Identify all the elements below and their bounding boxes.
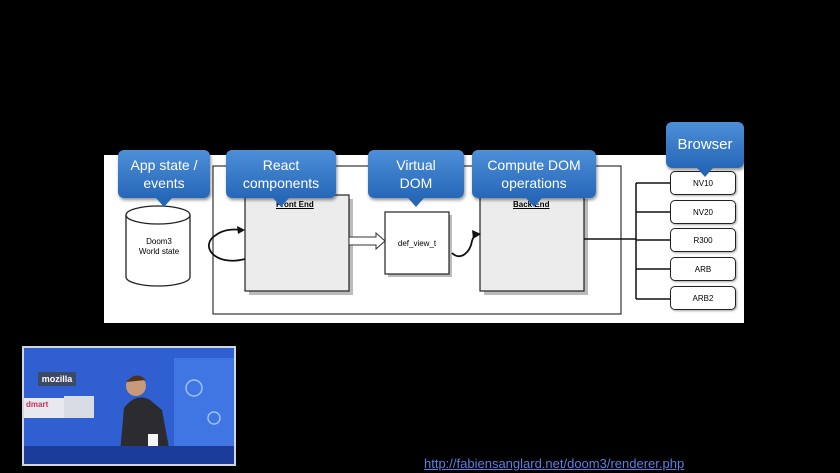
output-label: NV20	[692, 207, 713, 217]
video-brand-label: mozilla	[38, 372, 76, 386]
output-box-nv20: NV20	[670, 200, 736, 224]
def-view-box	[384, 211, 450, 275]
output-box-arb2: ARB2	[670, 286, 736, 310]
output-label: R300	[693, 235, 713, 245]
front-end-box	[244, 194, 350, 292]
front-end-label: Front End	[276, 200, 314, 209]
output-box-r300: R300	[670, 228, 736, 252]
callout-app-state: App state / events	[118, 150, 210, 207]
loop-arrow-front	[208, 228, 246, 262]
def-view-label: def_view_t	[397, 239, 437, 248]
source-link[interactable]: http://fabiensanglard.net/doom3/renderer…	[424, 456, 685, 471]
video-scene	[24, 348, 234, 464]
output-box-arb: ARB	[670, 257, 736, 281]
video-sponsor-label: dmart	[26, 400, 49, 409]
callout-browser: Browser	[666, 122, 744, 177]
callout-react-components: React components	[226, 150, 336, 207]
output-label: ARB	[694, 264, 712, 274]
cylinder-label: Doom3 World state	[138, 237, 180, 256]
back-end-box	[479, 194, 585, 292]
speaker-video: mozilla dmart	[22, 346, 236, 466]
callout-virtual-dom: Virtual DOM	[368, 150, 464, 207]
callout-compute-dom: Compute DOM operations	[472, 150, 596, 207]
output-label: ARB2	[692, 293, 714, 303]
hollow-arrow	[348, 231, 386, 251]
output-label: NV10	[692, 178, 713, 188]
world-state-cylinder	[125, 205, 191, 287]
